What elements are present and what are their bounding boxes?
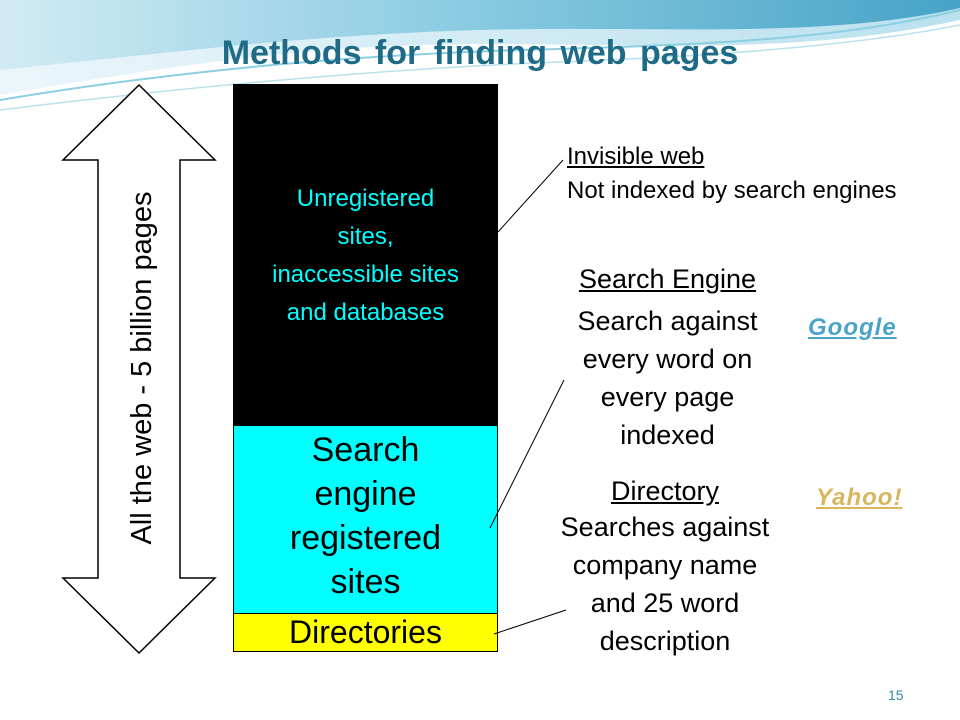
header-wave-decoration — [0, 0, 960, 111]
slide-title: Methods for finding web pages — [221, 34, 739, 72]
search-engine-line: sites — [330, 563, 401, 601]
search-engine-desc: Search against every word on every page … — [545, 302, 790, 454]
page-number: 15 — [888, 687, 904, 703]
search-engine-line: registered — [289, 519, 442, 557]
search-engine-desc-line: Search against — [577, 306, 758, 336]
unregistered-line: and databases — [286, 299, 445, 326]
double-headed-arrow — [61, 84, 217, 654]
directory-title: Directory — [610, 476, 719, 506]
directories-label: Directories — [289, 614, 442, 650]
directory-desc: Searches against company name and 25 wor… — [540, 508, 790, 660]
unregistered-line: inaccessible sites — [272, 261, 459, 288]
search-engine-line: engine — [314, 475, 417, 513]
unregistered-sites-block — [233, 84, 498, 426]
search-engine-line: Search — [311, 431, 420, 469]
directory-desc-line: company name — [572, 550, 758, 580]
yahoo-link[interactable]: Yahoo! — [816, 484, 903, 511]
search-engine-sites-block — [233, 426, 498, 613]
search-engine-sites-label: Search engine registered sites — [233, 428, 498, 604]
directories-block — [233, 613, 498, 652]
invisible-web-desc: Not indexed by search engines — [567, 177, 897, 204]
unregistered-line: Unregistered — [296, 185, 435, 212]
search-engine-title: Search Engine — [578, 264, 757, 294]
invisible-web-title: Invisible web — [567, 143, 705, 170]
search-engine-desc-line: every word on — [582, 344, 753, 374]
unregistered-line: sites, — [337, 223, 394, 250]
unregistered-sites-label: Unregistered sites, inaccessible sites a… — [233, 180, 498, 332]
directory-desc-line: Searches against — [560, 512, 770, 542]
directory-desc-line: description — [599, 626, 731, 656]
search-engine-desc-line: indexed — [620, 420, 715, 450]
arrow-label: All the web - 5 billion pages — [126, 191, 158, 545]
search-engine-desc-line: every page — [600, 382, 735, 412]
directory-desc-line: and 25 word — [590, 588, 740, 618]
invisible-web-connector — [497, 159, 564, 233]
google-link[interactable]: Google — [808, 314, 897, 341]
